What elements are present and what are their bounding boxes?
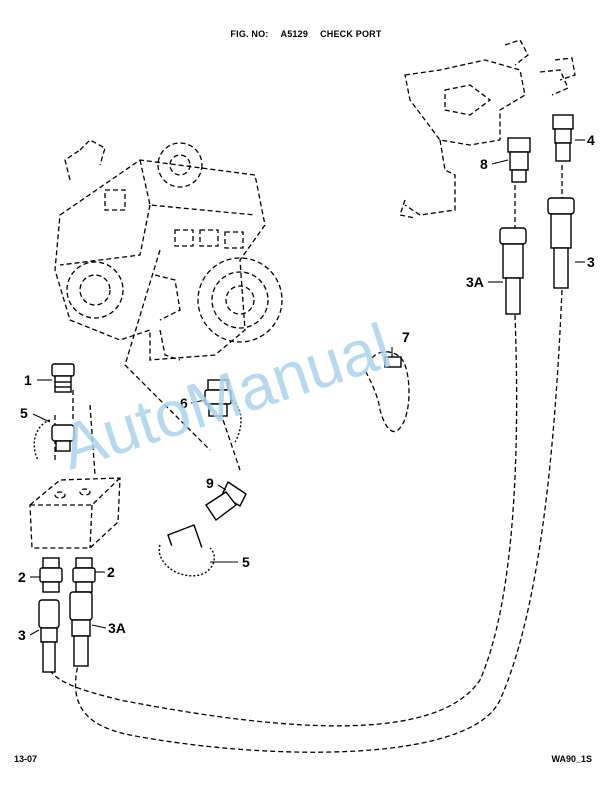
callout-5-lower: 5 [242, 554, 250, 570]
fitting-4 [552, 114, 574, 162]
callout-6: 6 [180, 395, 188, 411]
clamp-tab-7 [384, 356, 402, 368]
fig-number: A5129 [280, 29, 309, 39]
watermark-text: AutoManual [52, 309, 399, 483]
fitting-8 [507, 137, 531, 183]
dust-cap-5-left [33, 419, 75, 461]
hose-end-3-left [38, 599, 60, 673]
callout-4: 4 [587, 132, 595, 148]
fitting-1 [51, 363, 75, 393]
fitting-2-left [39, 557, 63, 593]
callout-9: 9 [206, 475, 214, 491]
callout-5-left: 5 [20, 405, 28, 421]
fitting-2-right [72, 557, 96, 593]
hose-end-3A-left [69, 591, 93, 667]
document-code: WA90_1S [551, 754, 592, 764]
callout-1: 1 [24, 372, 32, 388]
figure-header: FIG. NO: A5129 CHECK PORT [0, 29, 612, 39]
hydraulic-pump-drawing [54, 139, 283, 361]
callout-2-left: 2 [18, 569, 26, 585]
hose-end-3-right [547, 197, 575, 289]
callout-2-right: 2 [107, 564, 115, 580]
fitting-9 [205, 480, 247, 522]
callout-3A-left: 3A [108, 620, 126, 636]
callout-3A-right: 3A [466, 274, 484, 290]
fig-label: FIG. NO: [230, 29, 269, 39]
callout-labels: 1 5 2 2 3 3A 6 9 5 7 8 4 3 3A [18, 132, 595, 643]
hose-end-3A-right [499, 227, 527, 315]
callout-3-left: 3 [18, 627, 26, 643]
check-port-block-drawing [29, 477, 121, 549]
fitting-6 [204, 379, 242, 443]
dust-cap-5-lower [158, 524, 216, 577]
clamp-drawing [364, 351, 410, 433]
valve-manifold-drawing [399, 39, 576, 219]
page-number: 13-07 [14, 754, 38, 764]
fig-title: CHECK PORT [320, 29, 382, 39]
callout-3-right: 3 [587, 254, 595, 270]
callout-8: 8 [480, 156, 488, 172]
callout-7: 7 [402, 329, 410, 345]
